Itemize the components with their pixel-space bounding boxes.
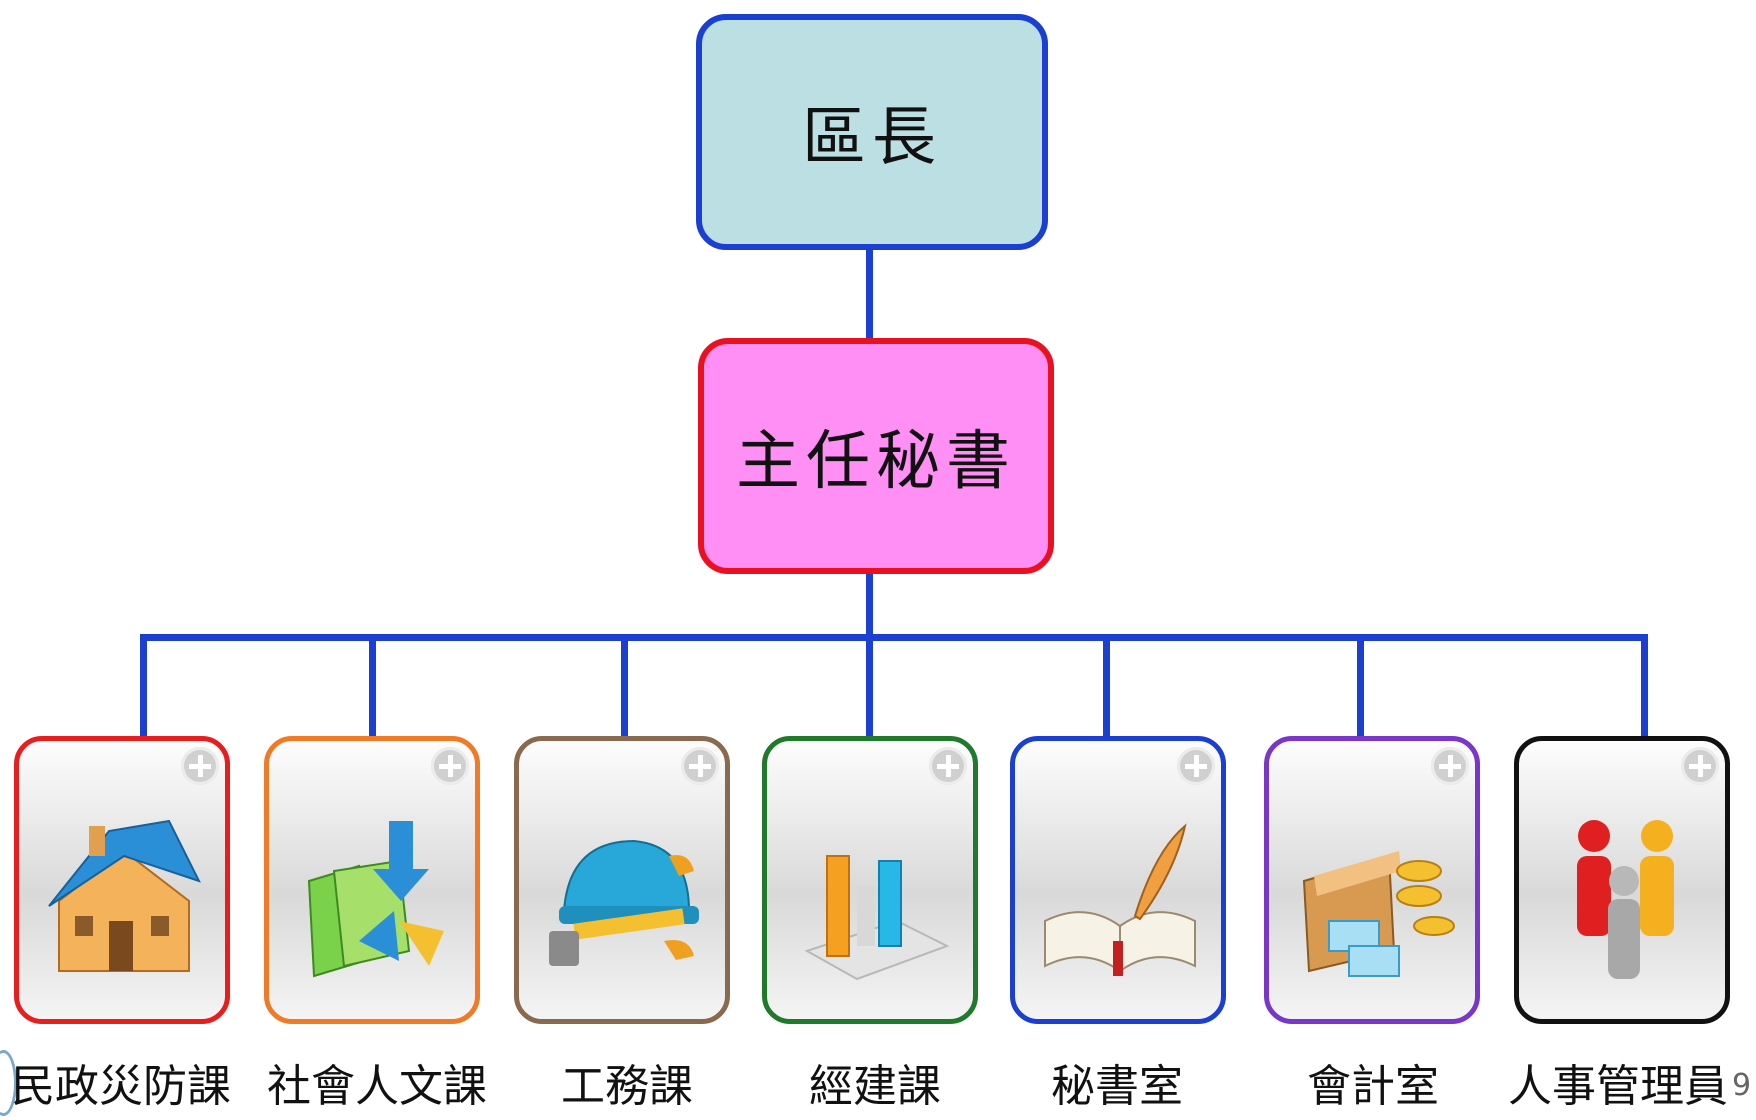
plus-icon[interactable]	[1681, 747, 1719, 785]
dept-label-secretariat: 秘書室	[1051, 1061, 1183, 1112]
dept-card-accounting[interactable]	[1264, 736, 1480, 1024]
connector-drop-7	[1641, 634, 1648, 738]
dept-card-public-works[interactable]	[514, 736, 730, 1024]
district-chief-box: 區長	[696, 14, 1048, 250]
folder-download-icon	[307, 821, 444, 978]
dept-card-social[interactable]	[264, 736, 480, 1024]
plus-icon[interactable]	[1431, 747, 1469, 785]
dept-label-social: 社會人文課	[267, 1061, 487, 1112]
people-icon	[1577, 820, 1674, 979]
plus-icon[interactable]	[681, 747, 719, 785]
dept-card-personnel[interactable]	[1514, 736, 1730, 1024]
connector-drop-6	[1357, 634, 1364, 738]
plus-icon[interactable]	[1177, 747, 1215, 785]
bar-chart-icon	[804, 855, 950, 981]
chief-secretary-box: 主任秘書	[698, 338, 1054, 574]
dept-card-economic[interactable]	[762, 736, 978, 1024]
connector-drop-3	[621, 634, 628, 738]
plus-icon[interactable]	[929, 747, 967, 785]
dept-label-economic: 經建課	[809, 1061, 941, 1112]
ledger-coins-icon	[1302, 851, 1455, 977]
helmet-tools-icon	[549, 839, 699, 966]
connector-drop-2	[369, 634, 376, 738]
plus-icon[interactable]	[181, 747, 219, 785]
house-icon	[48, 819, 201, 972]
dept-label-public-works: 工務課	[561, 1061, 693, 1112]
connector-middle-bus	[866, 574, 873, 640]
dept-label-personnel: 人事管理員	[1508, 1061, 1728, 1112]
district-chief-label: 區長	[802, 101, 942, 175]
connector-bus	[140, 634, 1648, 641]
plus-icon[interactable]	[431, 747, 469, 785]
connector-drop-4	[866, 634, 873, 738]
chief-secretary-label: 主任秘書	[736, 425, 1016, 499]
dept-label-accounting: 會計室	[1307, 1061, 1439, 1112]
book-quill-icon	[1044, 823, 1196, 976]
connector-drop-5	[1103, 634, 1110, 738]
connector-drop-1	[140, 634, 147, 738]
dept-card-secretariat[interactable]	[1010, 736, 1226, 1024]
dept-label-civil: 民政災防課	[11, 1061, 231, 1112]
dept-card-civil[interactable]	[14, 736, 230, 1024]
page-number: 9	[1732, 1068, 1752, 1103]
connector-top-middle	[866, 250, 873, 340]
